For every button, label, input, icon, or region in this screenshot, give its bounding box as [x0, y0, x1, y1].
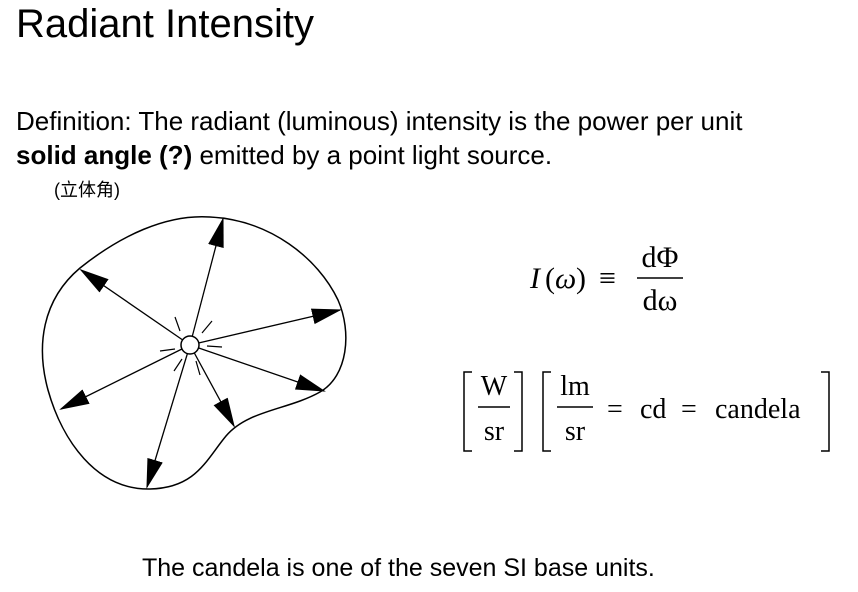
arrow-lower-right [189, 344, 326, 392]
left-bracket-2 [542, 371, 551, 452]
lumen-unit: lm [560, 371, 590, 402]
omega-argument: ω [555, 262, 576, 295]
steradian-unit-2: sr [565, 416, 586, 447]
left-bracket-1 [463, 371, 472, 452]
intensity-formula: I ( ω ) ≡ dΦ dω [529, 241, 683, 317]
definition-line-1: Definition: The radiant (luminous) inten… [16, 106, 743, 136]
paren-open: ( [545, 262, 555, 295]
numerator-dphi: dΦ [642, 241, 679, 274]
arrow-right [189, 308, 342, 346]
footer-note: The candela is one of the seven SI base … [142, 554, 655, 582]
page-title: Radiant Intensity [16, 2, 314, 46]
emission-arrows [59, 217, 342, 489]
equals-2: = [681, 394, 697, 425]
arrow-up [189, 217, 224, 346]
denominator-domega: dω [643, 284, 678, 317]
point-light-source [180, 335, 200, 355]
candela-name: candela [715, 394, 801, 425]
defined-as-symbol: ≡ [599, 262, 616, 295]
arrow-down-short [189, 344, 235, 428]
paren-close: ) [576, 262, 586, 295]
radiance-ticks [159, 316, 223, 376]
solid-angle-term: solid angle (?) [16, 140, 193, 170]
watt-unit: W [481, 371, 508, 402]
definition-text: Definition: The radiant (luminous) inten… [16, 104, 742, 172]
steradian-unit-1: sr [484, 416, 505, 447]
chinese-translation-note: (立体角) [54, 180, 120, 200]
surface-blob-outline [41, 215, 347, 490]
units-formula: W sr lm sr = cd = candela [463, 371, 830, 452]
definition-line-2-rest: emitted by a point light source. [192, 140, 553, 170]
arrow-down [146, 344, 191, 489]
candela-abbrev: cd [640, 394, 666, 425]
intensity-symbol: I [529, 262, 542, 295]
arrow-lower-left [59, 344, 191, 410]
right-bracket-1 [514, 371, 523, 452]
arrow-upper-left [79, 268, 191, 346]
definition-line-2: solid angle (?) emitted by a point light… [16, 138, 742, 172]
equals-1: = [607, 394, 623, 425]
right-bracket-2 [821, 371, 830, 452]
